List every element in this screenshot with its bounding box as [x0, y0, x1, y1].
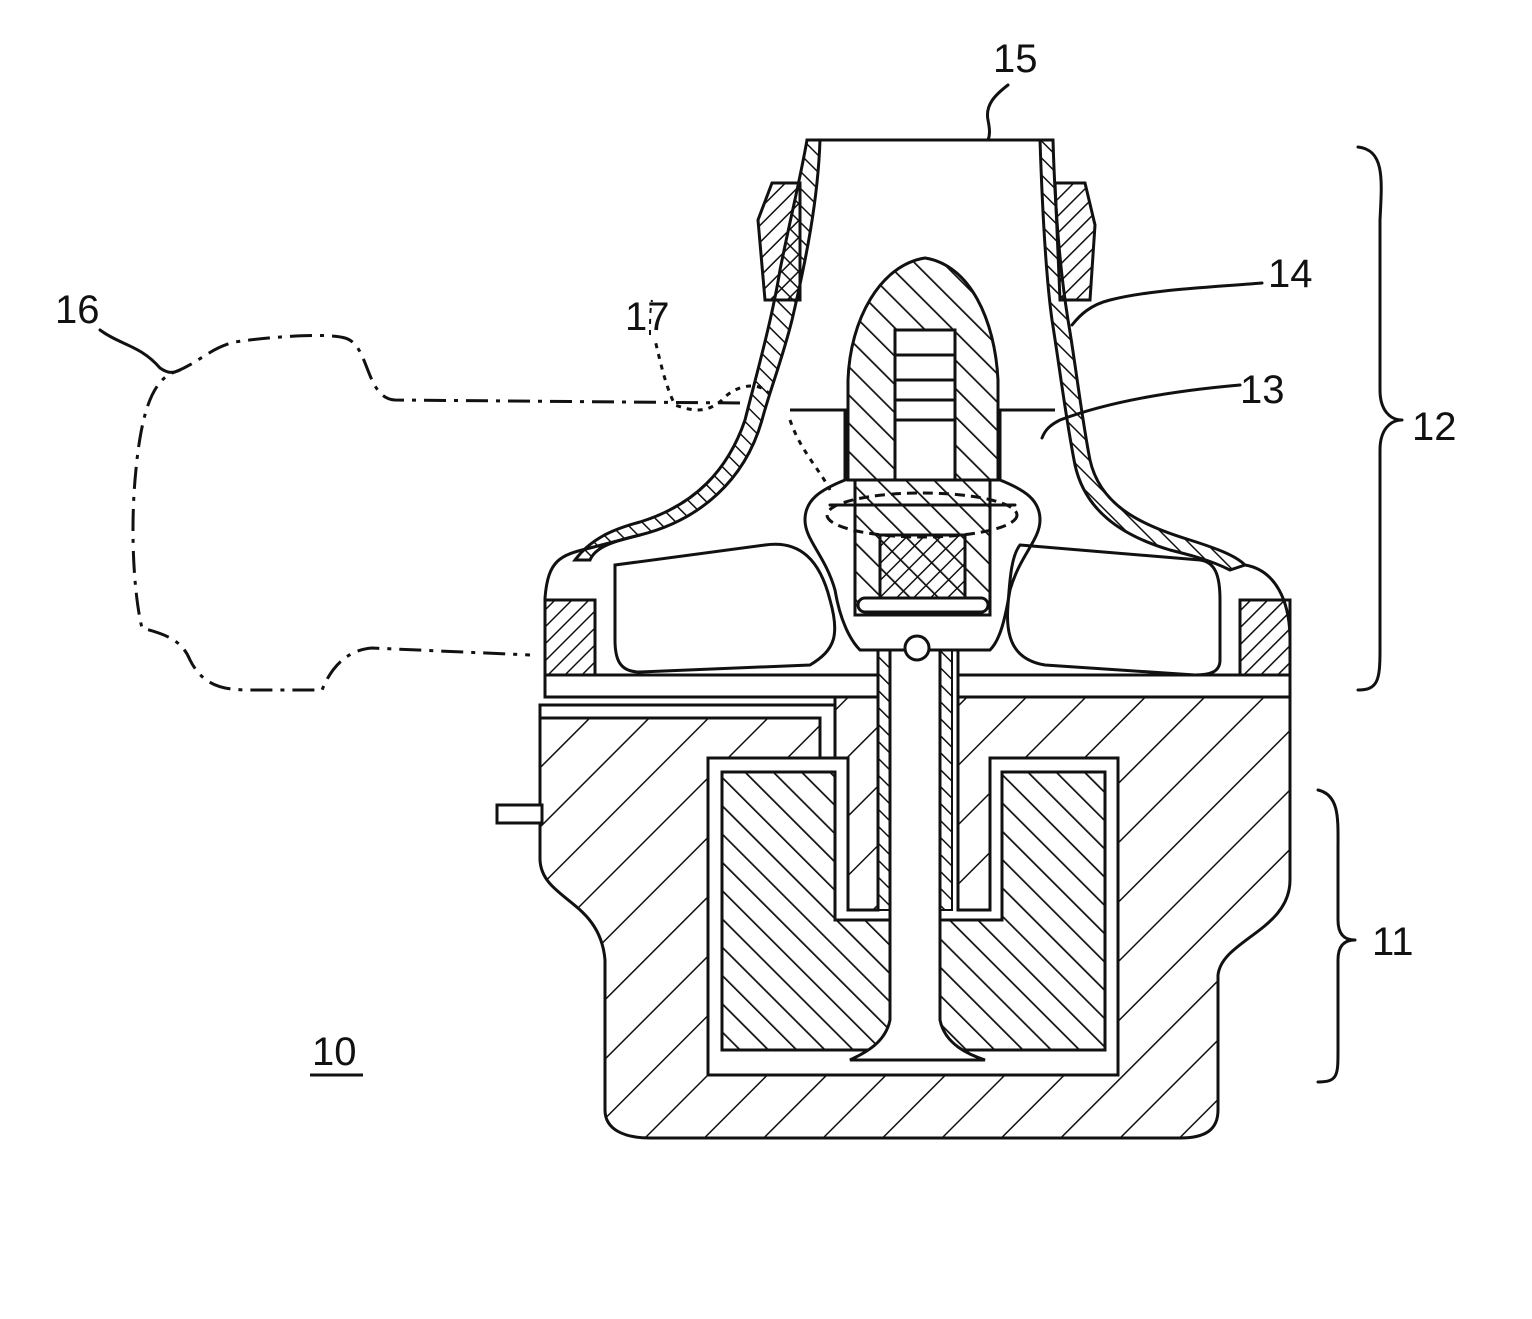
brace-12: [1358, 147, 1402, 690]
cavity-left: [615, 544, 835, 672]
stem-sleeve-left: [878, 650, 890, 910]
stem-sleeve-right: [940, 650, 952, 910]
collar-right: [1055, 183, 1095, 300]
ref-label-11: 11: [1372, 920, 1414, 964]
ref-label-15: 15: [993, 37, 1038, 81]
figure-number: 10: [312, 1030, 357, 1074]
plug-bore: [895, 330, 955, 480]
side-pin: [497, 805, 542, 823]
leader-15: [987, 85, 1008, 140]
dotted-internal-17: [790, 420, 830, 490]
brace-11: [1318, 790, 1355, 1082]
cavity-right: [1007, 545, 1220, 675]
ref-label-12: 12: [1412, 405, 1457, 449]
leader-14: [1072, 283, 1262, 325]
valve-washer: [858, 598, 988, 612]
ref-label-16: 16: [55, 288, 100, 332]
ref-label-14: 14: [1268, 252, 1313, 296]
collar-left: [758, 183, 800, 300]
stem-ball: [905, 636, 929, 660]
ref-label-13: 13: [1240, 368, 1285, 412]
leader-16: [100, 330, 180, 372]
ref-label-17: 17: [625, 295, 670, 339]
